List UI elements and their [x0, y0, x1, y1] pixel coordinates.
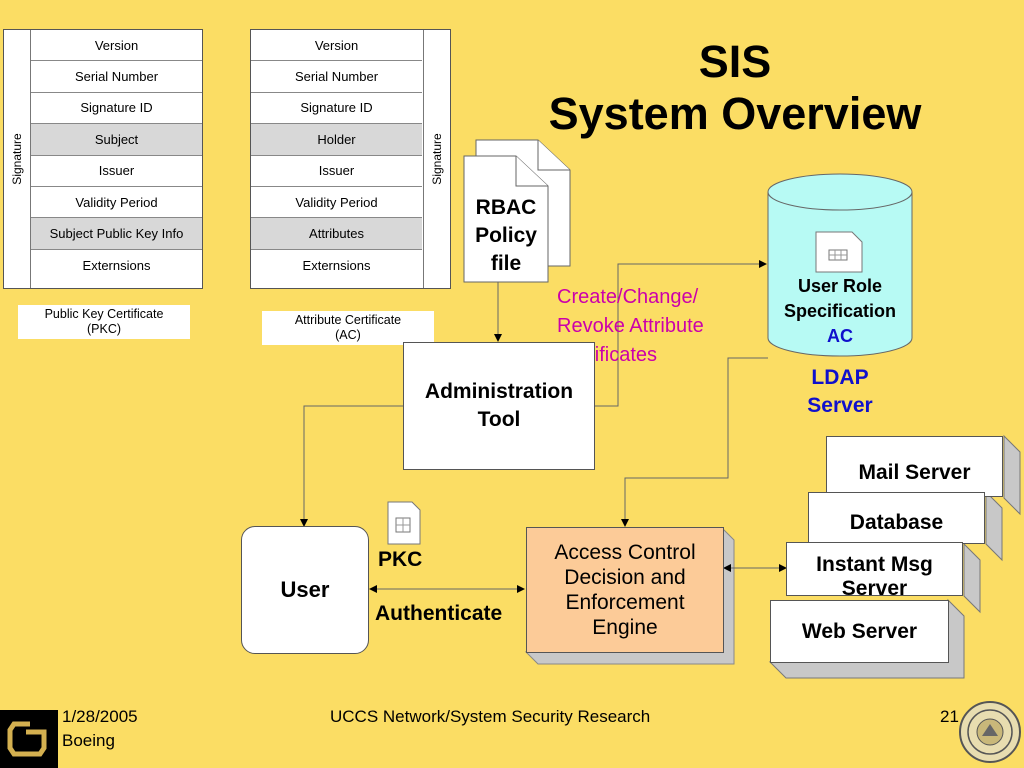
pkc-field-row: Subject Public Key Info: [31, 218, 202, 250]
title-line-1: SIS: [698, 36, 772, 87]
ldap-to-engine-arrow: [621, 357, 768, 527]
mail-server-box: Mail Server: [826, 436, 1003, 497]
pkc-field-row: Externsions: [31, 249, 202, 282]
engine-line-2: Decision and: [564, 566, 686, 589]
rbac-policy-label: RBAC Policy file: [464, 194, 548, 278]
rbac-policy-document-icon: [463, 139, 571, 283]
note-line-1: Create/Change/: [557, 286, 699, 308]
ldap-server-line-1: LDAP: [811, 366, 869, 389]
im-line-2: Server: [841, 577, 908, 600]
ac-signature-column: Signature: [423, 30, 450, 288]
admin-line-2: Tool: [477, 408, 521, 431]
ldap-server-line-2: Server: [807, 394, 873, 417]
university-seal: [959, 701, 1021, 763]
pkc-field-row: Signature ID: [31, 92, 202, 125]
authenticate-label: Authenticate: [375, 602, 503, 625]
database-server-label: Database: [849, 511, 944, 534]
engine-line-4: Engine: [592, 616, 658, 639]
ldap-line-2: Specification: [783, 301, 897, 321]
footer-page-number: 21: [940, 707, 959, 726]
pkc-label: PKC: [378, 548, 423, 571]
rbac-line-3: file: [490, 252, 522, 275]
rbac-line-1: RBAC: [475, 196, 537, 219]
user-label: User: [280, 577, 330, 602]
ac-caption-line-2: (AC): [335, 328, 361, 342]
ac-field-row: Validity Period: [251, 186, 422, 219]
footer-center-text: UCCS Network/System Security Research: [330, 707, 651, 726]
ac-caption-line-1: Attribute Certificate: [294, 313, 402, 327]
mail-server-label: Mail Server: [858, 461, 971, 484]
ldap-line-3: AC: [827, 326, 853, 346]
ac-field-row: Signature ID: [251, 92, 422, 125]
footer-org: Boeing: [62, 731, 115, 750]
pkc-field-row: Subject: [31, 124, 202, 156]
ac-caption: Attribute Certificate (AC): [262, 311, 434, 345]
admin-line-1: Administration: [424, 380, 574, 403]
pkc-caption-line-2: (PKC): [86, 322, 122, 336]
title-line-2: System Overview: [548, 88, 922, 139]
ldap-server-label: LDAP Server: [780, 364, 900, 420]
user-role-specification-label: User Role Specification AC: [768, 274, 912, 349]
ac-field-row: Externsions: [251, 249, 422, 282]
note-line-2: Revoke Attribute: [557, 315, 704, 337]
user-box: User: [241, 526, 369, 654]
ac-field-row: Attributes: [251, 218, 422, 250]
ac-field-row: Serial Number: [251, 61, 422, 93]
pkc-document-icon: [387, 501, 421, 545]
pkc-field-row: Serial Number: [31, 61, 202, 93]
pkc-field-row: Version: [31, 30, 202, 62]
instant-msg-server-box: Instant Msg Server: [786, 542, 963, 600]
cu-logo: [0, 710, 58, 768]
ldap-database-cylinder: [767, 173, 913, 357]
rbac-line-2: Policy: [475, 224, 537, 247]
ac-field-row: Holder: [251, 124, 422, 156]
access-control-engine-box: Access Control Decision and Enforcement …: [526, 527, 724, 653]
ldap-line-1: User Role: [797, 276, 883, 296]
pkc-signature-column: Signature: [4, 30, 31, 288]
pkc-field-row: Validity Period: [31, 186, 202, 219]
pkc-caption-line-1: Public Key Certificate: [44, 307, 164, 321]
web-server-label: Web Server: [801, 619, 918, 643]
im-line-1: Instant Msg: [816, 553, 933, 576]
engine-line-3: Enforcement: [565, 591, 685, 614]
administration-tool-box: Administration Tool: [403, 342, 595, 470]
admin-to-user-arrow: [300, 405, 404, 527]
slide-title: SIS System Overview: [520, 36, 950, 140]
database-server-box: Database: [808, 492, 985, 544]
ac-field-row: Issuer: [251, 155, 422, 187]
footer-date: 1/28/2005: [62, 707, 138, 726]
web-server-box: Web Server: [770, 600, 949, 663]
admin-to-ldap-arrow: [594, 260, 767, 407]
ac-field-row: Version: [251, 30, 422, 62]
pkc-field-row: Issuer: [31, 155, 202, 187]
engine-line-1: Access Control: [554, 541, 696, 564]
ac-document-icon: [815, 231, 863, 273]
pkc-caption: Public Key Certificate (PKC): [18, 305, 190, 339]
